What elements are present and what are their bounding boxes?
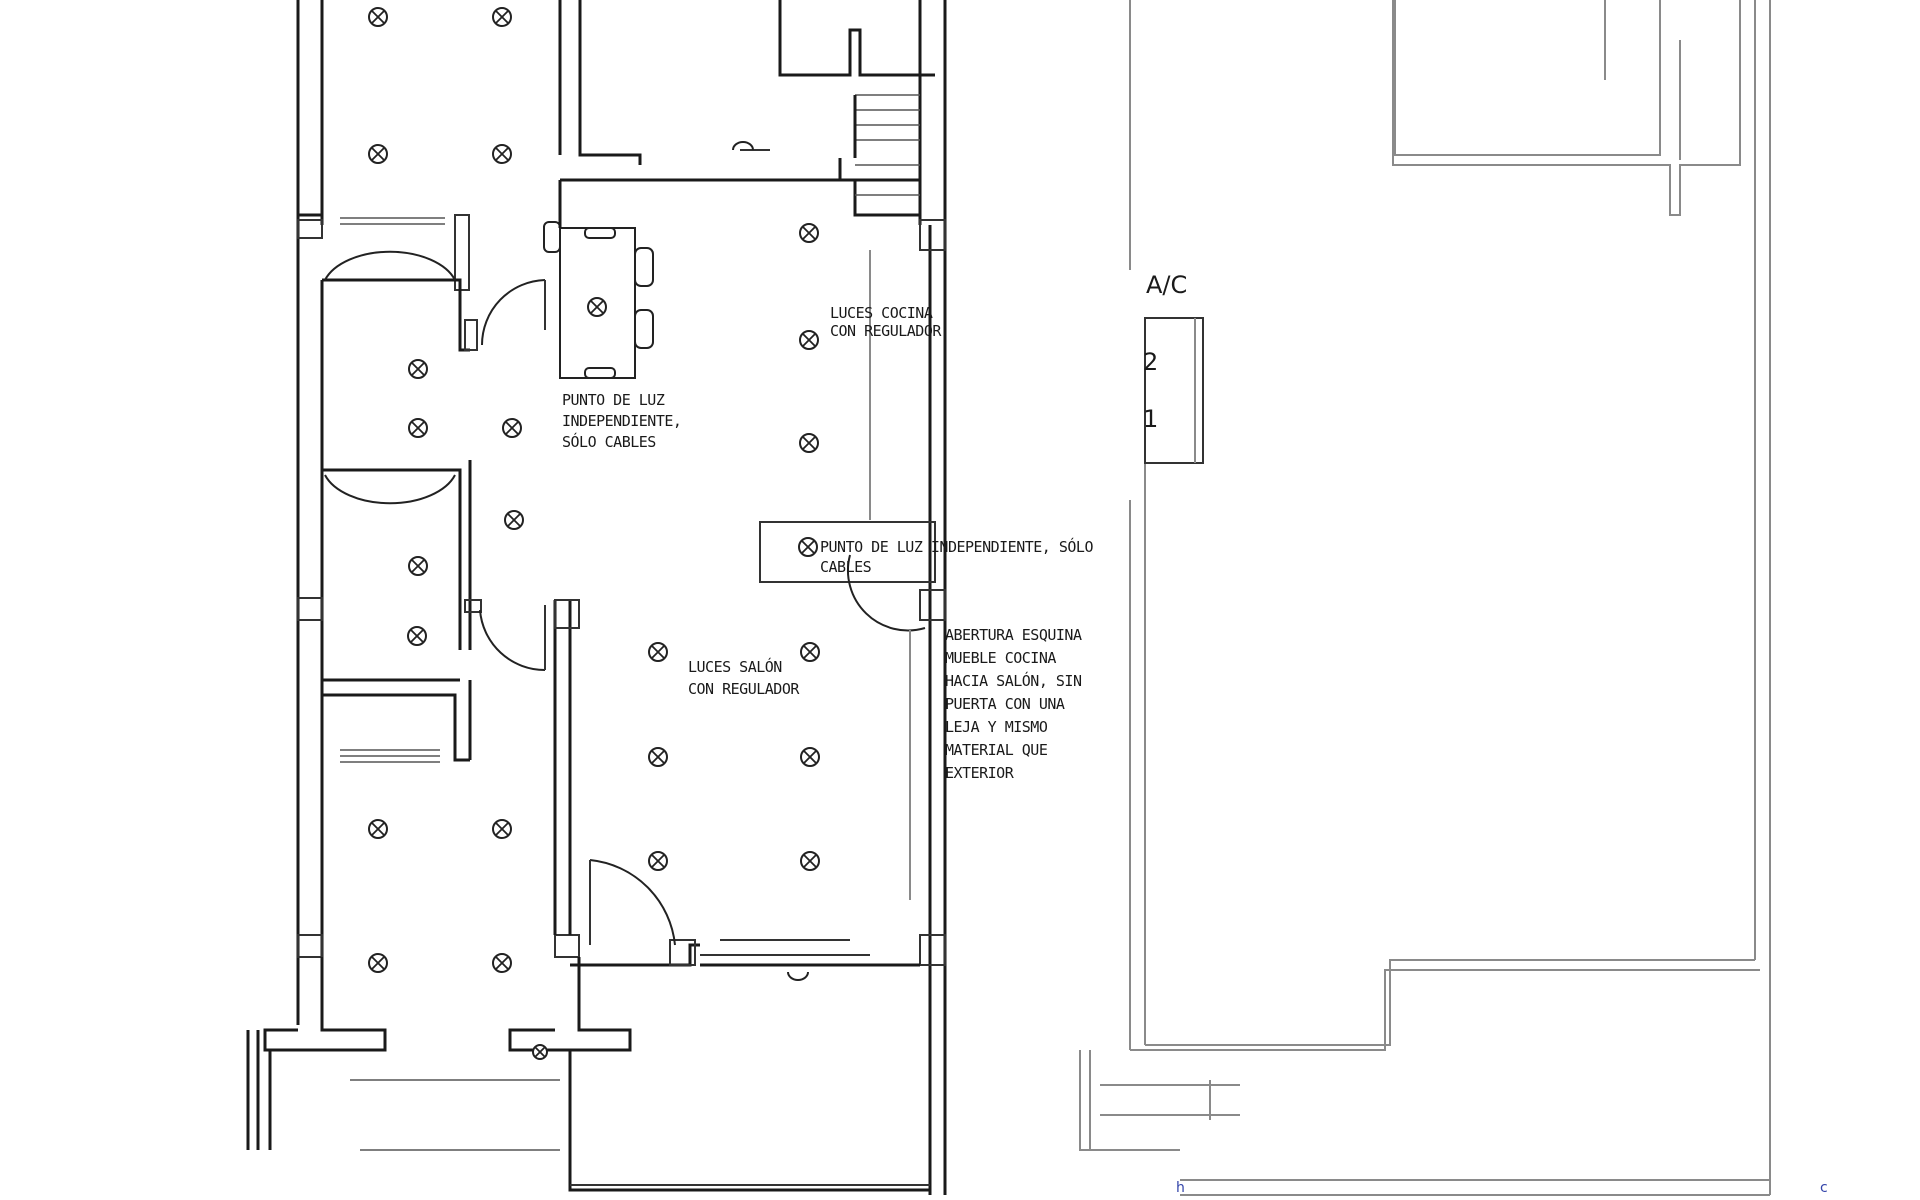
circle-with-x-icon — [368, 953, 388, 973]
circle-with-x-icon — [368, 7, 388, 27]
living-lights-label: LUCES SALÓN CON REGULADOR — [688, 657, 800, 698]
circle-with-x-icon — [407, 626, 427, 646]
chair-icon — [584, 227, 616, 239]
circle-with-x-icon — [648, 642, 668, 662]
chair-icon — [634, 309, 654, 349]
circle-with-x-icon — [800, 851, 820, 871]
half-circle-icon — [324, 474, 456, 505]
door-swing-icon — [481, 279, 546, 346]
circle-with-x-icon — [800, 747, 820, 767]
corner-opening-label: ABERTURA ESQUINA MUEBLE COCINA HACIA SAL… — [945, 626, 1090, 782]
chair-icon — [584, 367, 616, 379]
circle-with-x-icon — [492, 7, 512, 27]
circle-with-x-icon — [648, 747, 668, 767]
opening-swing-icon — [847, 554, 926, 632]
right-unit-walls: A/C 2 1 h c — [1079, 0, 1828, 1196]
kitchen-lights-label: LUCES COCINA CON REGULADOR — [830, 304, 942, 340]
circle-with-x-icon — [408, 359, 428, 379]
lower-left-terrace — [246, 957, 930, 1192]
circle-with-x-icon — [532, 1044, 548, 1060]
circle-with-x-icon — [492, 819, 512, 839]
circle-with-x-icon — [799, 223, 819, 243]
independent-light-label-2: PUNTO DE LUZ INDEPENDIENTE, SÓLO CABLES — [820, 537, 1102, 576]
ac-number-1: 1 — [1143, 405, 1158, 433]
circle-with-x-icon — [408, 418, 428, 438]
circle-with-x-icon — [408, 556, 428, 576]
chair-icon — [543, 221, 561, 253]
ac-label: A/C — [1146, 271, 1187, 299]
mark-h: h — [1176, 1180, 1185, 1196]
circle-with-x-icon — [799, 330, 819, 350]
circle-with-x-icon — [492, 953, 512, 973]
circle-with-x-icon — [798, 537, 818, 557]
bedrooms-column — [297, 213, 580, 1025]
ceiling-lights — [368, 7, 820, 1060]
ac-unit-box — [1144, 317, 1204, 464]
corridor-wall-2 — [578, 0, 642, 165]
ac-number-2: 2 — [1143, 348, 1158, 376]
circle-with-x-icon — [800, 642, 820, 662]
door-swing-icon — [479, 609, 546, 672]
chair-icon — [634, 247, 654, 287]
annotations: LUCES COCINA CON REGULADOR PUNTO DE LUZ … — [562, 304, 1102, 782]
circle-with-x-icon — [648, 851, 668, 871]
circle-with-x-icon — [502, 418, 522, 438]
circle-with-x-icon — [587, 297, 607, 317]
circle-with-x-icon — [799, 433, 819, 453]
circle-with-x-icon — [368, 819, 388, 839]
circle-with-x-icon — [368, 144, 388, 164]
staircase — [560, 94, 920, 217]
kitchen-counter — [759, 521, 936, 583]
circle-with-x-icon — [492, 144, 512, 164]
mark-c: c — [1820, 1180, 1828, 1196]
half-circle-icon — [324, 250, 456, 281]
door-swing-icon — [589, 859, 676, 946]
kitchen-living — [543, 141, 946, 981]
independent-light-label-1: PUNTO DE LUZ INDEPENDIENTE, SÓLO CABLES — [562, 391, 690, 451]
half-circle-icon — [732, 141, 754, 151]
circle-with-x-icon — [504, 510, 524, 530]
half-circle-icon — [787, 971, 809, 981]
stair-box — [778, 0, 935, 77]
